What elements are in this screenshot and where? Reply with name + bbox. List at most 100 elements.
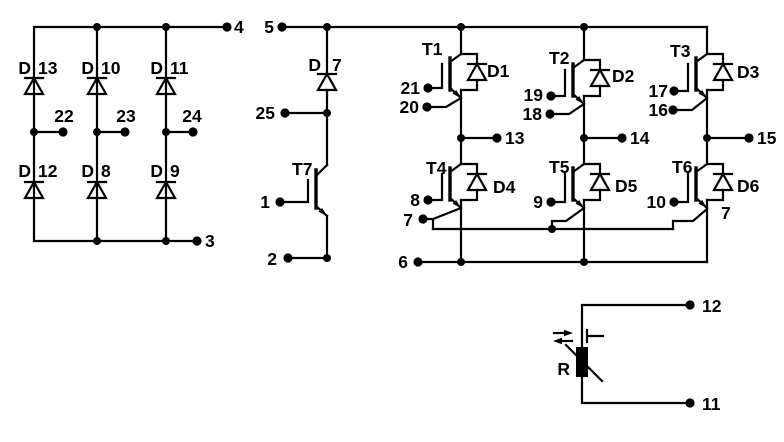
thermistor-label: R (557, 359, 570, 379)
igbt-t5-label: T5 (549, 157, 570, 177)
terminal-20-dot (422, 102, 432, 112)
terminal-24-label: 24 (182, 106, 202, 126)
igbt-t4-symbol (426, 162, 488, 210)
terminal-7-label: 7 (403, 210, 413, 230)
junction-dots-rectifier (30, 23, 170, 245)
terminal-14-dot (617, 133, 627, 143)
terminal-14-label: 14 (630, 128, 650, 148)
t6-aux-emitter (671, 207, 709, 231)
diode-d7-symbol (316, 72, 338, 92)
diode-d13-prefix: D (18, 58, 31, 78)
junction-dots-chopper (323, 23, 331, 262)
t5-gate (549, 172, 567, 204)
terminal-3-dot (192, 236, 202, 246)
igbt-t7-symbol (278, 163, 329, 218)
t4-gate (426, 172, 444, 202)
leg3-wires (705, 25, 751, 264)
terminal-8-label: 8 (410, 190, 420, 210)
diode-d12-prefix: D (18, 161, 31, 181)
diode-d7-number: 7 (332, 55, 342, 75)
thermistor-body (576, 347, 588, 377)
diode-d4-symbol (466, 172, 488, 192)
terminal-8-dot (423, 195, 433, 205)
igbt-t4-label: T4 (426, 158, 447, 178)
terminal-9-dot (546, 197, 556, 207)
t2-gate (549, 68, 567, 98)
t7-gate (278, 178, 310, 204)
diode-d2-symbol (589, 68, 611, 88)
terminal-6-label: 6 (398, 252, 408, 272)
terminal-12-dot (685, 300, 695, 310)
terminal-17-dot (669, 86, 679, 96)
terminal-10-label: 10 (647, 192, 667, 212)
terminal-16-label: 16 (649, 100, 669, 120)
terminal-23-label: 23 (116, 106, 136, 126)
diode-d9-prefix: D (150, 161, 163, 181)
diode-d10-prefix: D (81, 58, 94, 78)
inverter-section: T1 D1 21 20 13 T4 D4 8 7 (398, 23, 777, 272)
t6-gate (672, 172, 690, 204)
diode-d1-branch (459, 52, 479, 92)
t1-aux-emitter (425, 96, 463, 109)
chopper-wires (283, 25, 329, 260)
terminal-5-label: 5 (264, 17, 274, 37)
diode-d1-label: D1 (487, 61, 510, 81)
terminal-22-dot (58, 127, 68, 137)
terminal-6-dot (413, 257, 423, 267)
diode-d2-branch (582, 58, 602, 98)
terminal-25-dot (280, 108, 290, 118)
terminal-21-label: 21 (401, 78, 421, 98)
terminal-2-label: 2 (267, 249, 277, 269)
t3-gate (672, 62, 690, 93)
terminal-17-label: 17 (649, 81, 668, 101)
terminal-18-dot (545, 109, 555, 119)
terminal-19-dot (546, 91, 556, 101)
thermistor-symbol (552, 328, 605, 383)
terminal-10-dot (669, 197, 679, 207)
diode-d5-label: D5 (615, 176, 638, 196)
diode-d8-number: 8 (101, 161, 111, 181)
diode-d4-branch (459, 162, 479, 202)
terminal-11-dot (685, 398, 695, 408)
igbt-t6-label: T6 (672, 157, 693, 177)
diode-d11-prefix: D (150, 58, 163, 78)
terminal-16-dot (668, 105, 678, 115)
terminal-22-label: 22 (54, 106, 74, 126)
igbt-t3-label: T3 (670, 41, 691, 61)
diode-d4-label: D4 (493, 177, 516, 197)
igbt-t1-label: T1 (422, 39, 443, 59)
terminal-11-label: 11 (702, 394, 721, 414)
igbt-t7-label: T7 (292, 159, 312, 179)
junction-dots-inverter (457, 23, 711, 266)
diode-d10-number: 10 (101, 58, 121, 78)
leg2-wires (582, 25, 624, 264)
brake-chopper-section: 5 D 7 25 T7 1 2 (256, 17, 709, 269)
terminal-15-label: 15 (757, 128, 777, 148)
terminal-1-label: 1 (260, 192, 270, 212)
diode-d6-symbol (712, 172, 734, 192)
igbt-t2-label: T2 (549, 48, 570, 68)
terminal-24-dot (188, 127, 198, 137)
diode-d11-number: 11 (170, 58, 189, 78)
diode-d7-prefix: D (308, 55, 321, 75)
aux-emitter-7-right-label: 7 (721, 203, 731, 223)
terminal-5-dot (277, 22, 287, 32)
terminal-2-dot (283, 253, 293, 263)
diode-d3-branch (705, 52, 725, 92)
diode-d3-symbol (712, 62, 734, 82)
t1-gate (426, 62, 444, 90)
terminal-1-dot (275, 197, 285, 207)
inverter-leg-2: T2 D2 19 18 14 T5 D5 9 (523, 25, 650, 264)
terminal-23-dot (120, 127, 130, 137)
thermistor-wires (580, 303, 692, 405)
rectifier-section: 4 3 22 23 24 D 13 D 10 D 11 D 12 D 8 D 9 (18, 17, 244, 251)
terminal-20-label: 20 (400, 97, 420, 117)
terminal-4-label: 4 (234, 17, 244, 37)
arrow-left-icon (553, 337, 562, 345)
terminal-15-dot (744, 133, 754, 143)
aux-emitter-7-lead (421, 206, 463, 231)
t5-aux-emitter (550, 206, 586, 231)
igbt-t6-symbol (671, 162, 734, 231)
